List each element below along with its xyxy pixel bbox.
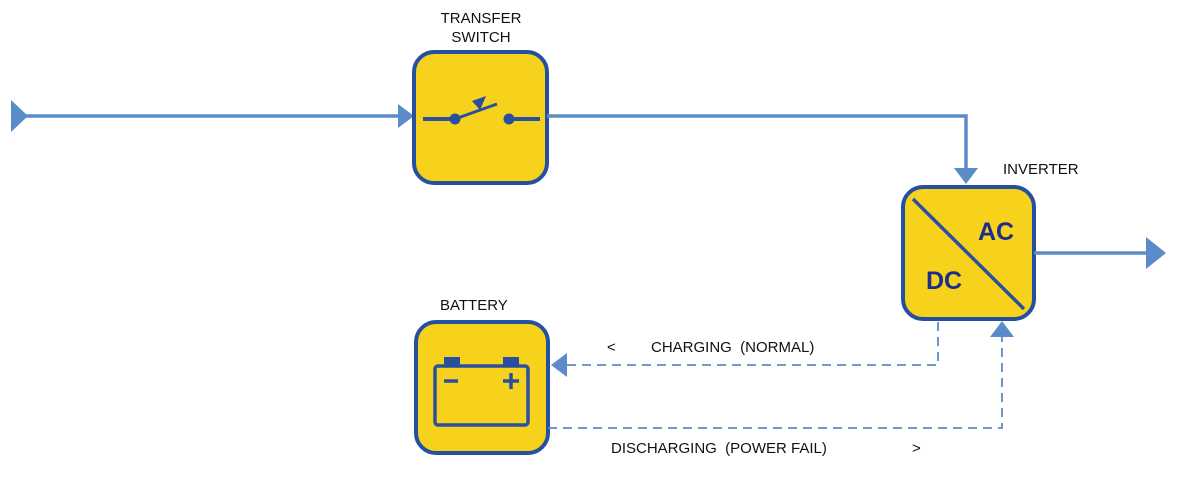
discharging-label: DISCHARGING (POWER FAIL) (611, 440, 827, 457)
transfer-switch-title-line2: SWITCH (451, 29, 511, 46)
output-arrow-head (1146, 237, 1166, 269)
battery-title: BATTERY (440, 297, 508, 314)
transfer-switch-title: TRANSFER SWITCH (421, 9, 541, 47)
charging-arrow-head (551, 353, 567, 377)
ac-dc-diagonal (911, 197, 1026, 311)
charging-direction-label: < (607, 339, 616, 356)
input-arrow-head (398, 104, 414, 128)
battery-icon (433, 357, 530, 427)
converter-dc-label: DC (926, 267, 962, 295)
inverter-block (901, 185, 1036, 321)
transfer-switch-title-line1: TRANSFER (440, 10, 522, 27)
input-line (11, 100, 414, 132)
charging-label: CHARGING (NORMAL) (651, 339, 815, 356)
battery-box (414, 320, 550, 455)
open-switch-icon (423, 96, 540, 125)
inverter-input-arrow (954, 168, 978, 184)
output-line (1034, 237, 1166, 269)
discharging-arrow-head (990, 321, 1014, 337)
transfer-switch-block (412, 50, 549, 185)
converter-ac-label: AC (978, 218, 1014, 246)
charging-path (551, 322, 939, 377)
input-arrow-tail (11, 100, 28, 132)
inverter-title: INVERTER (1003, 161, 1079, 178)
discharging-path (548, 321, 1014, 429)
switch-to-inverter-line (547, 114, 978, 184)
battery-block (414, 320, 550, 455)
discharging-direction-label: > (912, 440, 921, 457)
